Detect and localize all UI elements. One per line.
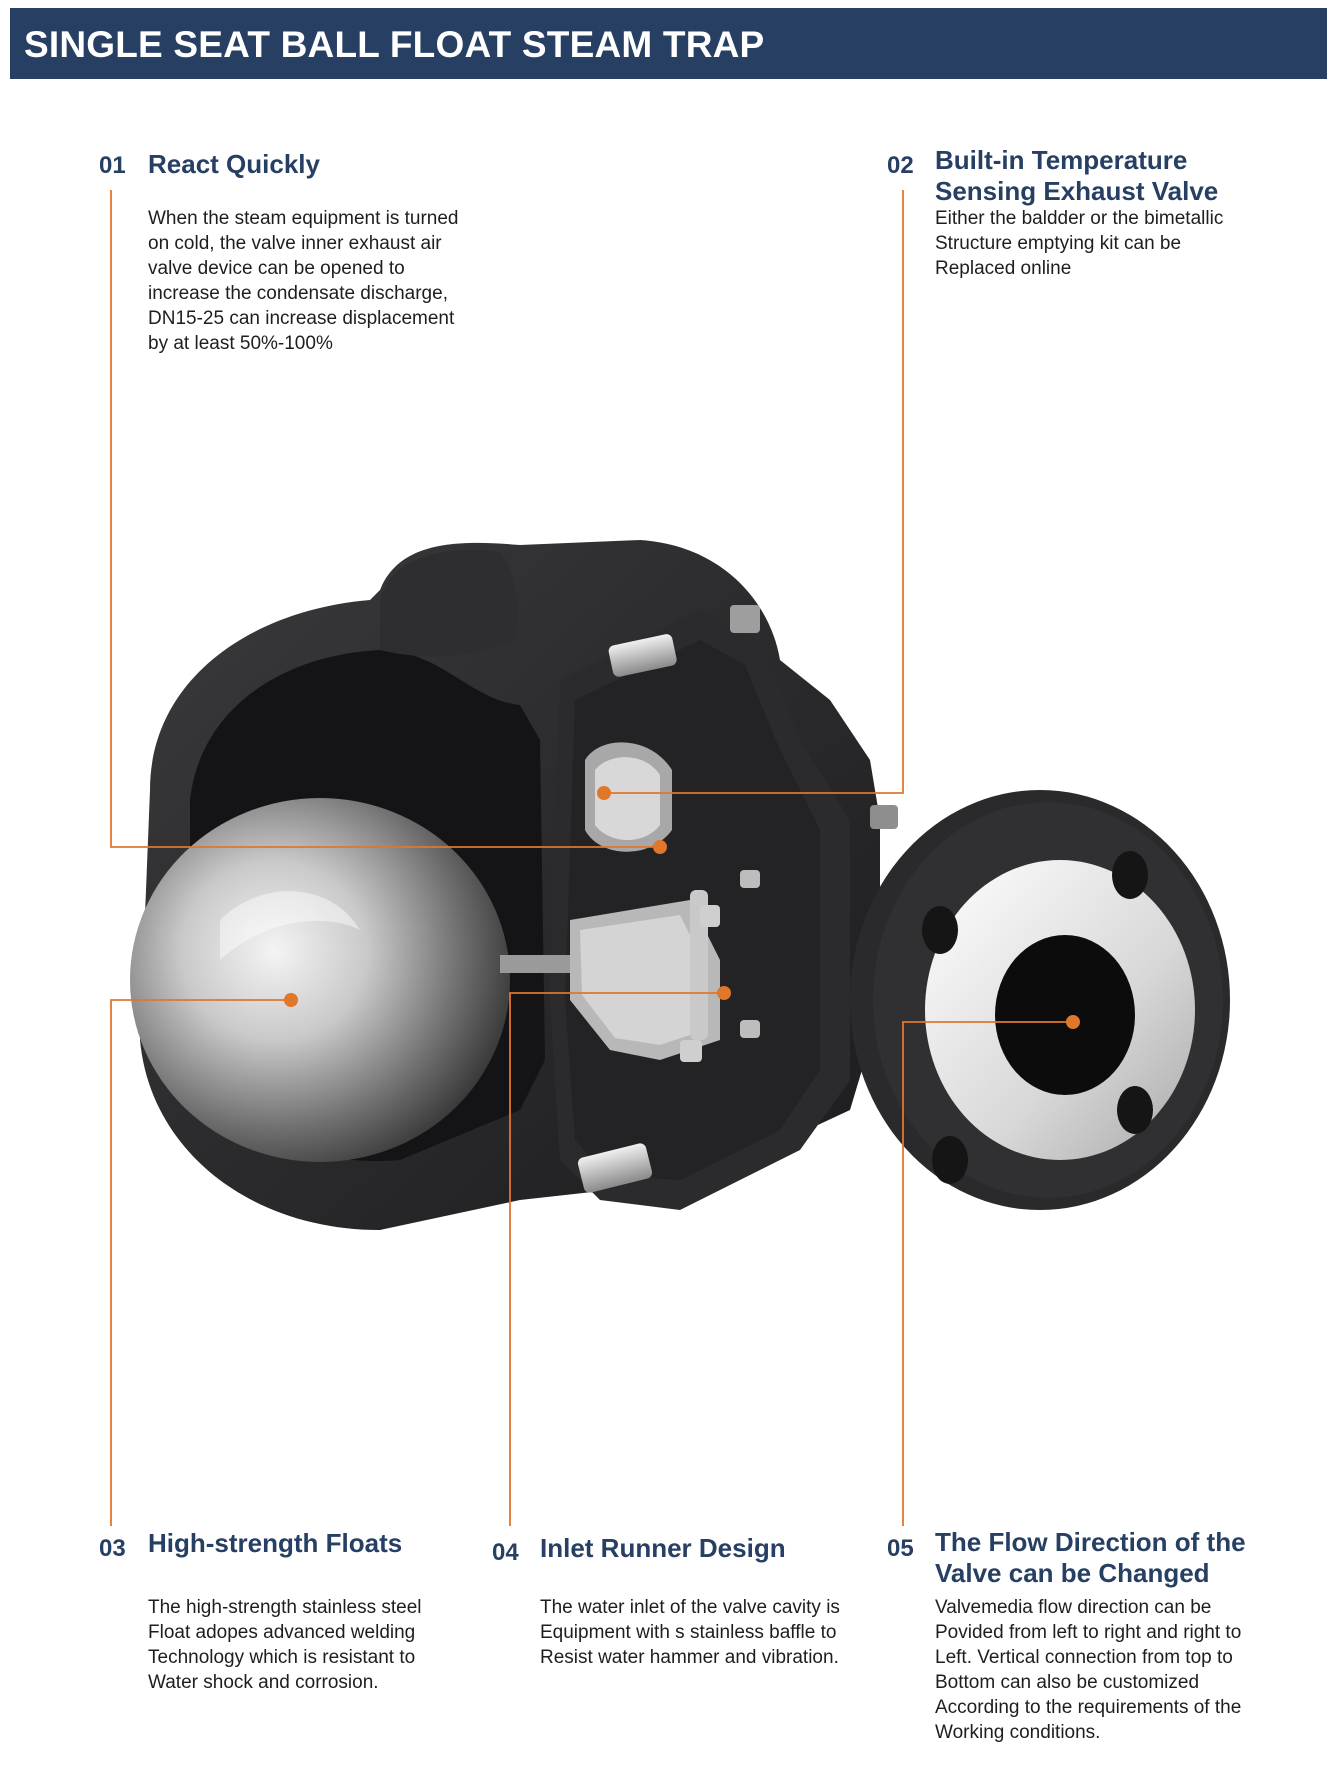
feature-desc-02: Either the baldder or the bimetallic Str…: [935, 208, 1224, 279]
feature-title-04: Inlet Runner Design: [540, 1533, 786, 1563]
feature-desc-01: When the steam equipment is turned on co…: [148, 208, 459, 354]
feature-desc-05: Valvemedia flow direction can be Povided…: [935, 1597, 1242, 1743]
feature-title-03: High-strength Floats: [148, 1528, 403, 1558]
pointer-dot-05: [1066, 1015, 1080, 1029]
leader-line-03: [110, 999, 291, 1526]
header-bar: SINGLE SEAT BALL FLOAT STEAM TRAP: [10, 8, 1327, 79]
leader-line-01: [110, 190, 660, 848]
pointer-dot-02: [597, 786, 611, 800]
pointer-dot-03: [284, 993, 298, 1007]
feature-desc-04: The water inlet of the valve cavity is E…: [540, 1597, 840, 1668]
feature-number-01: 01: [99, 152, 126, 179]
leader-line-05: [902, 1021, 1073, 1526]
feature-number-05: 05: [887, 1535, 914, 1562]
pointer-dot-01: [653, 840, 667, 854]
feature-number-02: 02: [887, 152, 914, 179]
feature-title-02: Built-in Temperature Sensing Exhaust Val…: [935, 145, 1219, 206]
feature-desc-03: The high-strength stainless steel Float …: [148, 1597, 422, 1693]
feature-title-01: React Quickly: [148, 149, 320, 179]
page-title: SINGLE SEAT BALL FLOAT STEAM TRAP: [24, 24, 765, 65]
leader-line-02: [604, 190, 904, 794]
pointer-dot-04: [717, 986, 731, 1000]
leader-line-04: [509, 992, 724, 1526]
feature-number-04: 04: [492, 1539, 519, 1566]
feature-number-03: 03: [99, 1535, 126, 1562]
feature-title-05: The Flow Direction of the Valve can be C…: [935, 1527, 1246, 1588]
